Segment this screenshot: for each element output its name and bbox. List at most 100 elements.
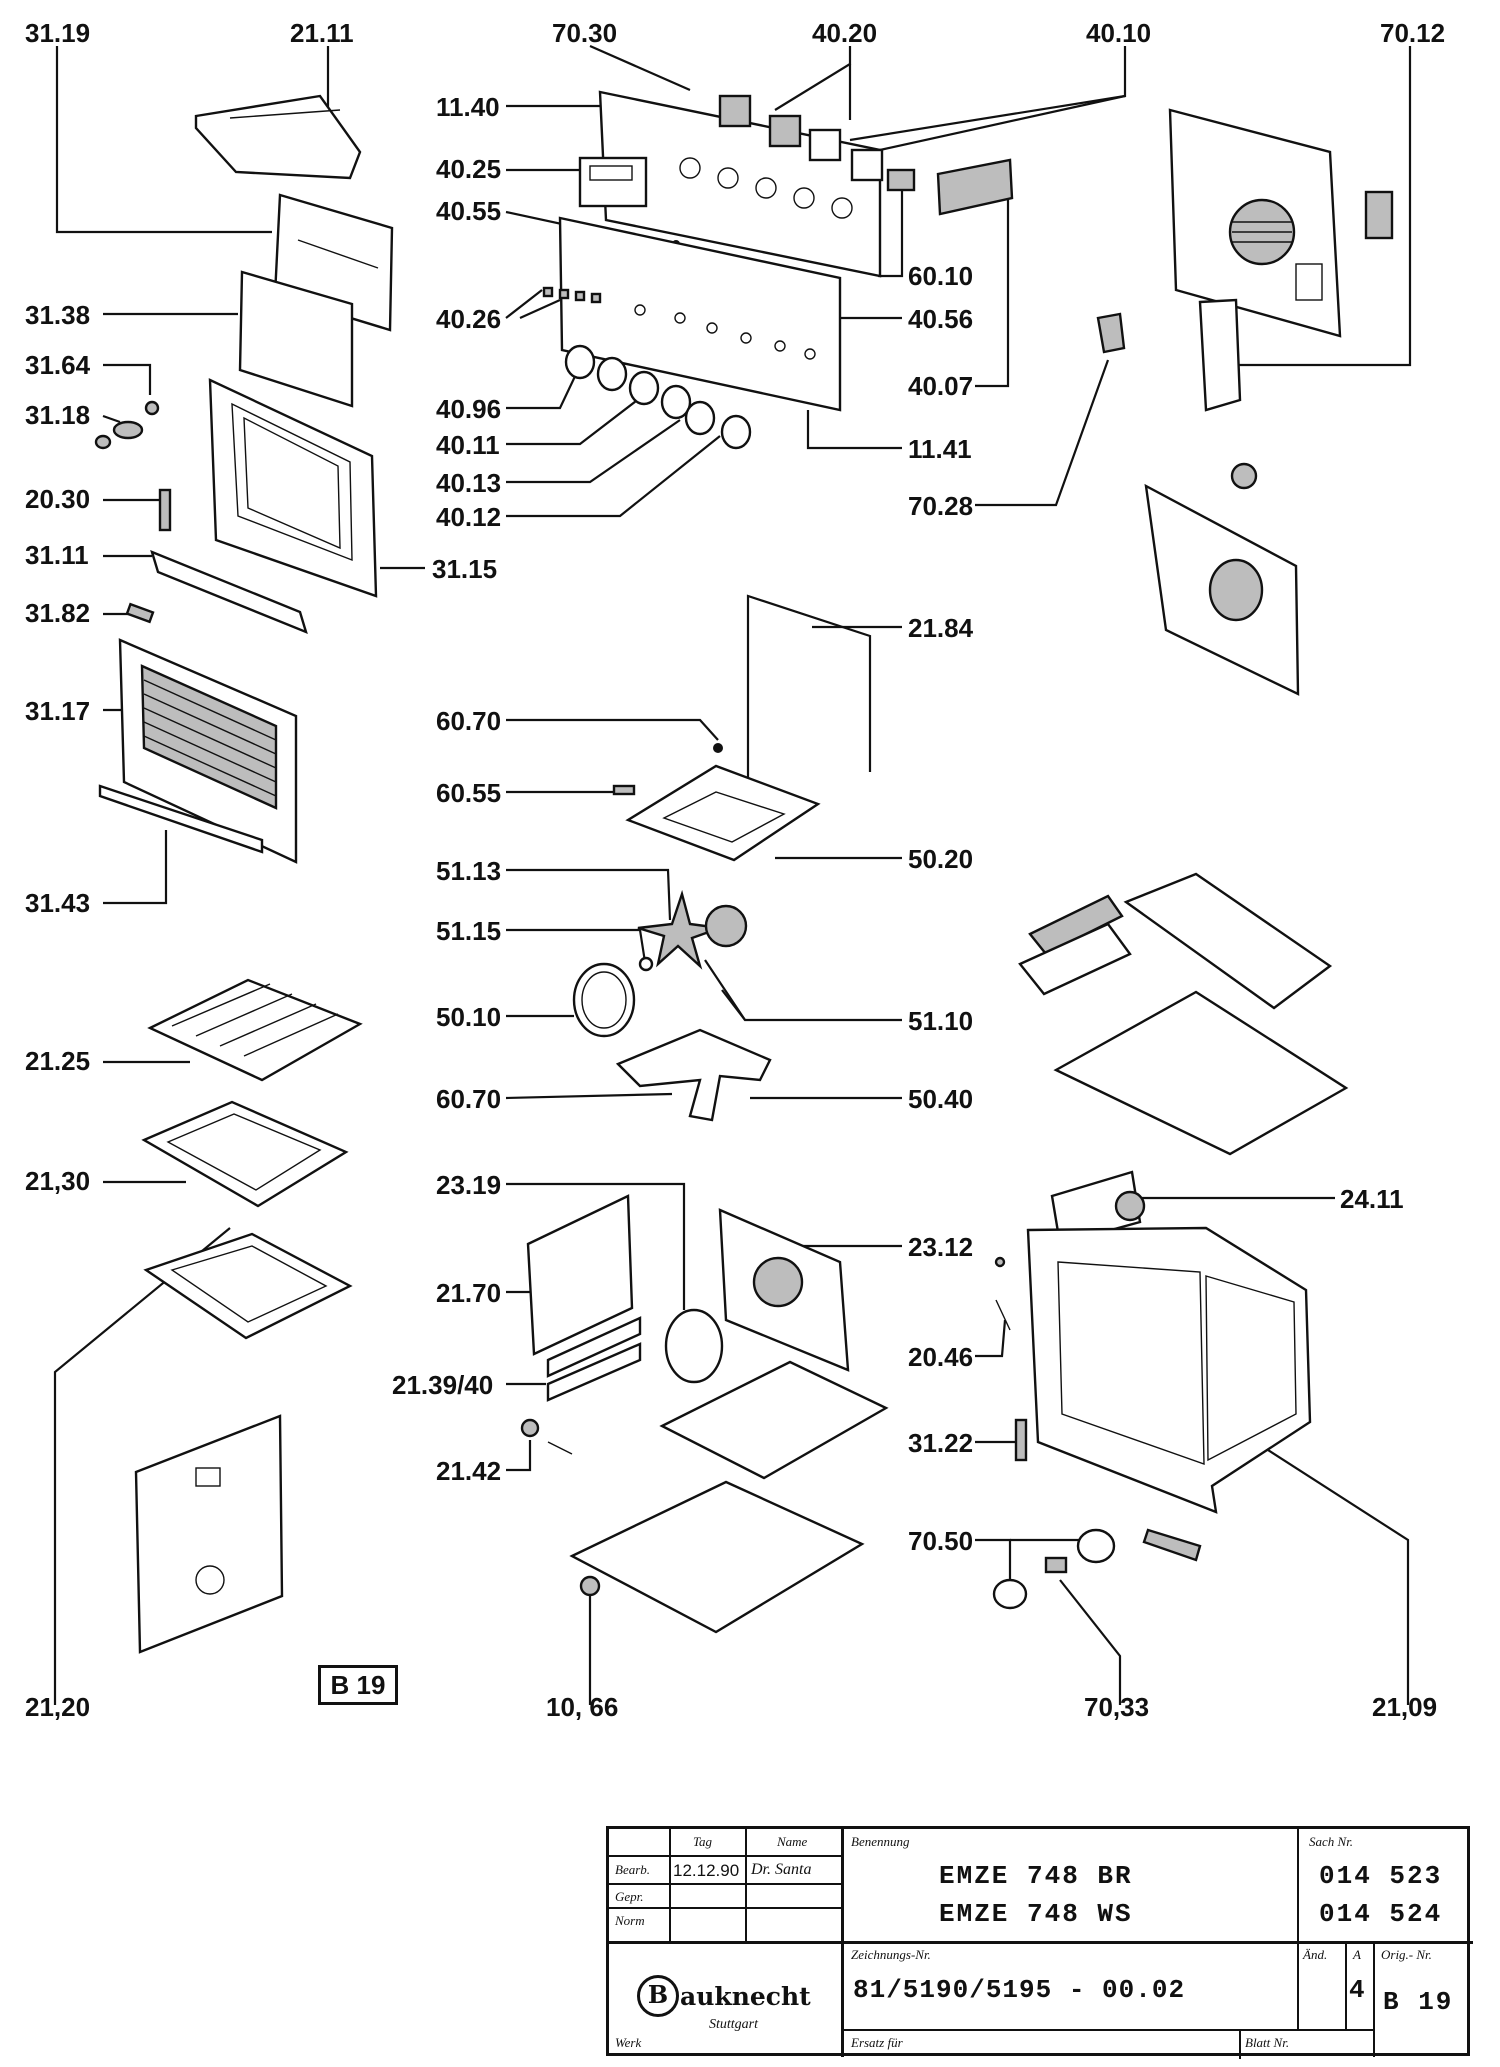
model-2: EMZE 748 WS — [939, 1899, 1133, 1929]
benennung-header: Benennung — [851, 1834, 910, 1849]
callout-label: 70.28 — [908, 491, 973, 521]
callout-label: 31.11 — [25, 540, 89, 570]
callout-label: 11.41 — [908, 434, 972, 464]
callout-label: 60.10 — [908, 261, 973, 291]
callout-label: 31.19 — [25, 18, 90, 48]
callout-label: 31.18 — [25, 400, 90, 430]
callout-label: 40.07 — [908, 371, 973, 401]
callout-label: 21.84 — [908, 613, 974, 643]
bearb-label: Bearb. — [615, 1862, 651, 1877]
callout-label: 70.50 — [908, 1526, 973, 1556]
tag-header: Tag — [693, 1834, 713, 1849]
aend-value: 4 — [1349, 1975, 1367, 2005]
callout-label: 11.40 — [436, 92, 500, 122]
callout-label: 31.17 — [25, 696, 90, 726]
model-1: EMZE 748 BR — [939, 1861, 1133, 1891]
callout-label: 31.15 — [432, 554, 497, 584]
gepr-label: Gepr. — [615, 1889, 644, 1904]
callout-label: 31.43 — [25, 888, 90, 918]
callout-label: 40.12 — [436, 502, 501, 532]
door-glass-inner — [238, 270, 354, 408]
zeichnungs-header: Zeichnungs-Nr. — [851, 1947, 931, 1962]
oven-side-panel — [134, 1414, 284, 1654]
callout-label: 40.13 — [436, 468, 501, 498]
callout-label: 20.46 — [908, 1342, 973, 1372]
side-plate — [526, 1194, 634, 1356]
callout-label: 21,20 — [25, 1692, 90, 1722]
callout-label: 40.96 — [436, 394, 501, 424]
door-frame — [208, 378, 378, 598]
callout-label: 31.64 — [25, 350, 91, 380]
callout-label: 70.30 — [552, 18, 617, 48]
orig-header: Orig.- Nr. — [1381, 1947, 1432, 1962]
callout-label: 50.40 — [908, 1084, 973, 1114]
circular-heating-element — [572, 962, 636, 1038]
callout-label: 23.12 — [908, 1232, 973, 1262]
logo-initial: B — [637, 1975, 679, 2017]
door-inner-panel-mesh — [118, 638, 298, 864]
control-fascia-front — [558, 216, 842, 412]
callout-label: 21.11 — [290, 18, 354, 48]
oven-cavity — [1026, 1226, 1312, 1514]
door-hinge-pin-icon — [112, 420, 144, 440]
bottom-heating-element — [615, 1028, 772, 1122]
sach-nr-2: 014 524 — [1319, 1899, 1443, 1929]
callout-label: 31.38 — [25, 300, 90, 330]
bottom-cover — [569, 1480, 865, 1634]
callout-label: 31.22 — [908, 1428, 973, 1458]
callout-label: 40.25 — [436, 154, 501, 184]
deep-roasting-tray — [143, 1232, 353, 1340]
callout-label: 23.19 — [436, 1170, 501, 1200]
callout-label: 40.11 — [436, 430, 500, 460]
callout-label: 40.56 — [908, 304, 973, 334]
callout-label: 40.20 — [812, 18, 877, 48]
bearb-date: 12.12.90 — [673, 1861, 740, 1880]
door-hinge — [158, 488, 172, 532]
side-vent — [1364, 190, 1394, 240]
callout-labels: 31.19 21.11 70.30 40.20 40.10 70.12 11.40 40.25… — [25, 18, 1445, 1722]
oven-floor-plate — [659, 1360, 889, 1480]
logo-city: Stuttgart — [709, 2017, 759, 2032]
door-bottom-bar — [150, 549, 308, 635]
werk-label: Werk — [615, 2035, 642, 2050]
callout-label: 60.70 — [436, 706, 501, 736]
lamp-holder-icon — [992, 1578, 1028, 1610]
callout-label: 21.42 — [436, 1456, 501, 1486]
callout-label: 21.25 — [25, 1046, 90, 1076]
callout-label: 70,33 — [1084, 1692, 1149, 1722]
rear-panel — [1168, 108, 1342, 338]
lamp-cover-icon — [1076, 1528, 1116, 1564]
energy-regulator — [850, 148, 884, 182]
callout-label: 20.30 — [25, 484, 90, 514]
name-header: Name — [777, 1834, 808, 1849]
parts-drawings — [94, 90, 1394, 1654]
callout-label: 24.11 — [1340, 1184, 1404, 1214]
fan-motor — [1050, 1170, 1146, 1246]
timer-clock — [578, 156, 648, 208]
fan-motor-bracket — [1144, 462, 1300, 696]
aend-header: Änd. — [1303, 1947, 1328, 1962]
wire-rack — [147, 978, 363, 1082]
selector-switch — [718, 94, 752, 128]
callout-label: 51.15 — [436, 916, 501, 946]
door-catch — [1014, 1418, 1028, 1462]
callout-label: 21.39/40 — [392, 1370, 493, 1400]
callout-label: 40.26 — [436, 304, 501, 334]
callout-label: 70.12 — [1380, 18, 1445, 48]
orig-value: B 19 — [1383, 1987, 1454, 2017]
control-knobs — [564, 344, 752, 450]
callout-label: 50.20 — [908, 844, 973, 874]
callout-label: 21.70 — [436, 1278, 501, 1308]
callout-label: 10, 66 — [546, 1692, 618, 1722]
foot-icon — [579, 1575, 601, 1597]
title-block: Tag Name Benennung Sach Nr. Bearb. Gepr.… — [606, 1826, 1473, 2059]
fan-assembly — [637, 889, 748, 972]
callout-label: 40.10 — [1086, 18, 1151, 48]
fan-cover-disc — [664, 1308, 724, 1384]
door-lower-strip — [98, 784, 264, 854]
callout-label: 60.55 — [436, 778, 501, 808]
top-cover — [1018, 872, 1349, 1156]
sach-nr-header: Sach Nr. — [1309, 1834, 1354, 1849]
